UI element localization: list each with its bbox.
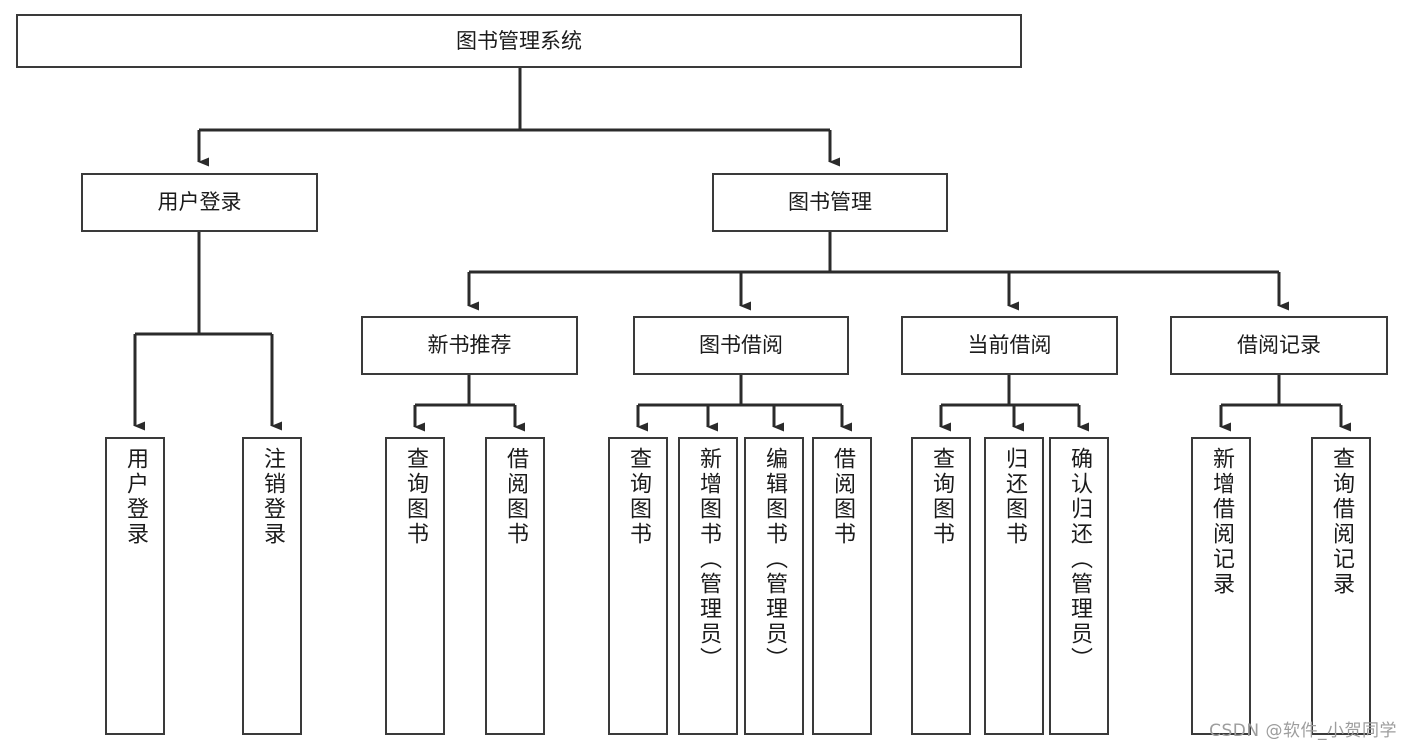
node-leaf-edit-book-admin[interactable]: 编辑图书（管理员） xyxy=(744,437,804,735)
node-borrow-record[interactable]: 借阅记录 xyxy=(1170,316,1388,375)
node-leaf-query-record[interactable]: 查询借阅记录 xyxy=(1311,437,1371,735)
node-book-manage-label: 图书管理 xyxy=(788,190,872,215)
node-leaf-query-record-label: 查询借阅记录 xyxy=(1329,447,1354,597)
node-leaf-add-book-admin[interactable]: 新增图书（管理员） xyxy=(678,437,738,735)
node-leaf-query-book-3-label: 查询图书 xyxy=(929,447,954,547)
node-book-manage[interactable]: 图书管理 xyxy=(712,173,948,232)
node-root-label: 图书管理系统 xyxy=(456,28,582,53)
node-user-login-label: 用户登录 xyxy=(157,190,242,215)
node-root[interactable]: 图书管理系统 xyxy=(16,14,1022,68)
node-leaf-edit-book-admin-label: 编辑图书（管理员） xyxy=(762,447,787,672)
node-leaf-query-book-1[interactable]: 查询图书 xyxy=(385,437,445,735)
node-leaf-query-book-2[interactable]: 查询图书 xyxy=(608,437,668,735)
node-borrow-record-label: 借阅记录 xyxy=(1237,333,1321,358)
node-book-borrow[interactable]: 图书借阅 xyxy=(633,316,849,375)
node-leaf-borrow-book-1-label: 借阅图书 xyxy=(503,447,528,547)
node-current-borrow-label: 当前借阅 xyxy=(967,333,1052,358)
node-leaf-user-logout[interactable]: 注销登录 xyxy=(242,437,302,735)
node-user-login[interactable]: 用户登录 xyxy=(81,173,318,232)
node-leaf-borrow-book-2[interactable]: 借阅图书 xyxy=(812,437,872,735)
node-book-borrow-label: 图书借阅 xyxy=(699,333,783,358)
node-leaf-add-record[interactable]: 新增借阅记录 xyxy=(1191,437,1251,735)
node-leaf-user-logout-label: 注销登录 xyxy=(260,447,285,547)
node-leaf-query-book-3[interactable]: 查询图书 xyxy=(911,437,971,735)
node-leaf-query-book-2-label: 查询图书 xyxy=(626,447,651,547)
node-leaf-return-book-label: 归还图书 xyxy=(1002,447,1027,547)
node-leaf-add-record-label: 新增借阅记录 xyxy=(1209,447,1234,597)
node-leaf-add-book-admin-label: 新增图书（管理员） xyxy=(696,447,721,672)
node-current-borrow[interactable]: 当前借阅 xyxy=(901,316,1118,375)
node-leaf-user-login-label: 用户登录 xyxy=(123,447,148,547)
node-leaf-borrow-book-2-label: 借阅图书 xyxy=(830,447,855,547)
node-leaf-user-login[interactable]: 用户登录 xyxy=(105,437,165,735)
node-leaf-query-book-1-label: 查询图书 xyxy=(403,447,428,547)
node-leaf-borrow-book-1[interactable]: 借阅图书 xyxy=(485,437,545,735)
node-new-book-recommend-label: 新书推荐 xyxy=(427,333,512,358)
node-leaf-confirm-return-label: 确认归还（管理员） xyxy=(1067,447,1092,672)
node-new-book-recommend[interactable]: 新书推荐 xyxy=(361,316,578,375)
node-leaf-return-book[interactable]: 归还图书 xyxy=(984,437,1044,735)
node-leaf-confirm-return[interactable]: 确认归还（管理员） xyxy=(1049,437,1109,735)
